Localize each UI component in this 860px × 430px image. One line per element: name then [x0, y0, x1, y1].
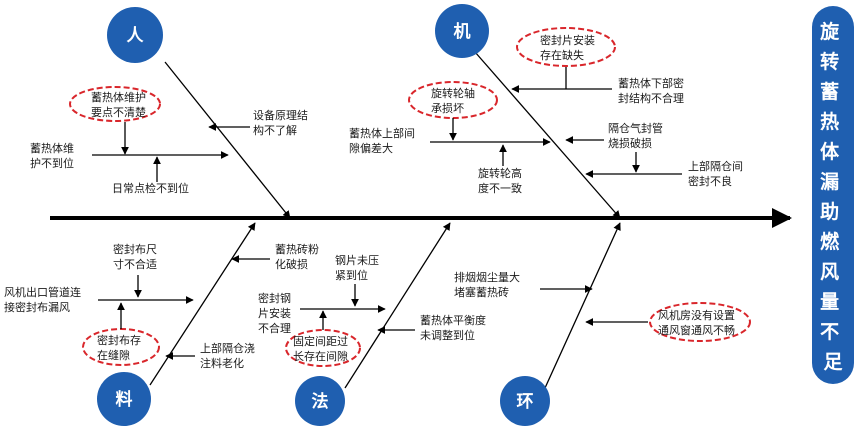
- highlight-oval: [649, 302, 751, 342]
- cause-label: 日常点检不到位: [112, 181, 189, 195]
- category-environment: 环: [500, 376, 550, 426]
- category-machine: 机: [435, 4, 489, 58]
- cause-label: 蓄热砖粉 化破损: [275, 242, 323, 271]
- cause-label: 风机出口管道连 接密封布漏风: [4, 285, 85, 314]
- problem-head: [812, 6, 854, 384]
- cause-label: 风机房没有设置 通风窗通风不畅: [658, 308, 739, 337]
- bone-machine: [474, 51, 621, 219]
- cause-label: 密封片安装 存在缺失: [540, 33, 599, 62]
- category-person: 人: [107, 7, 163, 63]
- cause-label: 上部隔仓浇 注料老化: [200, 341, 259, 370]
- cause-label: 蓄热体维护 要点不清楚: [91, 90, 150, 119]
- cause-label: 旋转轮轴 承损坏: [431, 86, 479, 115]
- category-environment-label: 环: [517, 392, 534, 412]
- cause-label: 密封钢 片安装 不合理: [258, 291, 295, 335]
- cause-label: 蓄热体维 护不到位: [30, 141, 78, 170]
- cause-label: 固定间距过 长存在间隙: [293, 334, 352, 363]
- cause-label: 密封布存 在缝隙: [97, 333, 145, 362]
- cause-label: 蓄热体平衡度 未调整到位: [420, 313, 490, 342]
- category-material: 料: [97, 372, 151, 426]
- category-machine-label: 机: [454, 21, 471, 42]
- problem-label: 旋 转 蓄 热 体 漏 助 燃 风 量 不 足: [819, 20, 846, 373]
- category-person-label: 人: [127, 26, 145, 46]
- highlight-oval: [516, 27, 616, 67]
- cause-label: 蓄热体下部密 封结构不合理: [618, 76, 688, 105]
- cause-label: 密封布尺 寸不合适: [113, 242, 161, 271]
- highlight-oval: [69, 86, 161, 122]
- cause-label: 排烟烟尘量大 堵塞蓄热砖: [454, 270, 524, 299]
- category-method: 法: [295, 376, 345, 426]
- cause-label: 钢片未压 紧到位: [335, 254, 383, 282]
- bone-environment: [544, 222, 621, 389]
- category-method-label: 法: [312, 391, 329, 412]
- cause-label: 上部隔仓间 密封不良: [688, 159, 747, 188]
- category-material-label: 料: [116, 389, 133, 410]
- bone-person: [164, 61, 291, 219]
- cause-label: 设备原理结 构不了解: [253, 108, 312, 137]
- cause-label: 隔仓气封管 烧损破损: [608, 121, 667, 150]
- cause-label: 蓄热体上部间 隙偏差大: [349, 126, 419, 155]
- bone-method: [344, 222, 451, 389]
- cause-label: 旋转轮高 度不一致: [478, 166, 526, 195]
- highlight-oval: [285, 329, 361, 367]
